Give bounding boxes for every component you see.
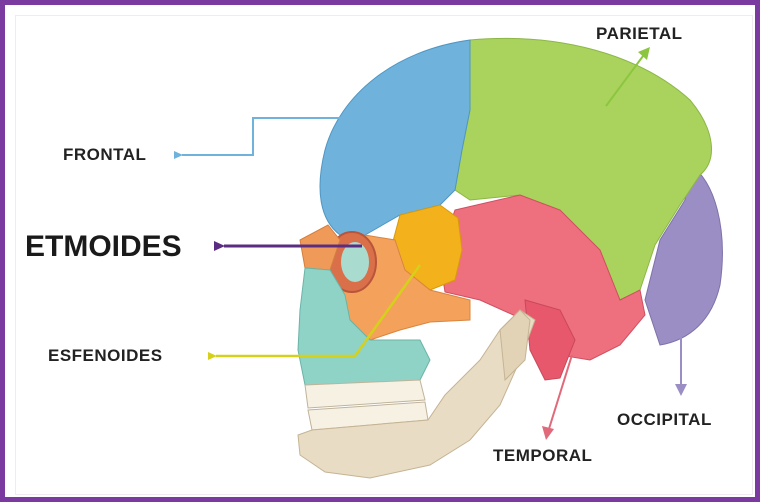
- etmoides-label: ETMOIDES: [25, 230, 182, 264]
- occipital-arrowhead: [675, 384, 687, 396]
- mandible-ramus: [500, 310, 530, 380]
- frontal-label: FRONTAL: [63, 145, 146, 165]
- temporal-label: TEMPORAL: [493, 446, 592, 466]
- temporal-arrowhead: [542, 426, 554, 440]
- parietal-label: PARIETAL: [596, 24, 682, 44]
- parietal-arrowhead: [638, 47, 650, 60]
- frontal-bone: [320, 40, 470, 235]
- orbit-inner: [341, 242, 369, 282]
- esfenoides-label: ESFENOIDES: [48, 346, 163, 366]
- occipital-label: OCCIPITAL: [617, 410, 712, 430]
